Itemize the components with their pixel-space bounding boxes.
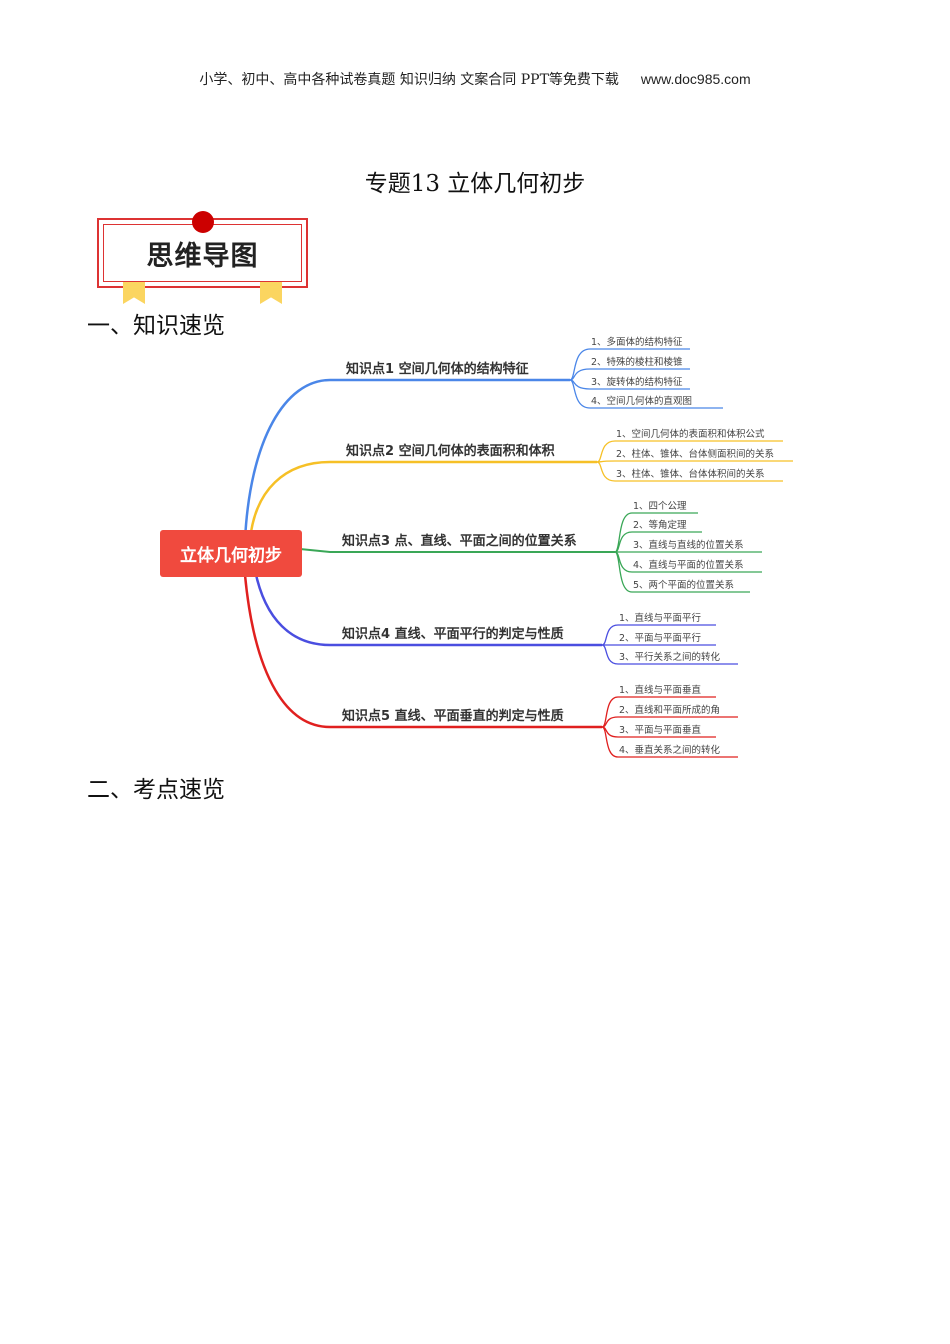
page-header: 小学、初中、高中各种试卷真题 知识归纳 文案合同 PPT等免费下载 www.doc… [0,69,950,89]
page-title: 专题13 立体几何初步 [364,171,586,197]
leaf-label: 2、等角定理 [633,520,687,531]
leaf-label: 2、特殊的棱柱和棱锥 [591,357,683,368]
branch-line [243,378,570,541]
leaf-label: 1、四个公理 [633,501,687,512]
branch-label: 知识点5 直线、平面垂直的判定与性质 [342,709,564,724]
leaf-label: 2、平面与平面平行 [619,633,702,644]
leaf-line [569,379,723,409]
leaf-label: 4、垂直关系之间的转化 [619,745,721,756]
leaf-line [601,644,738,665]
badge-label: 思维导图 [103,224,302,282]
leaf-label: 3、柱体、锥体、台体体积间的关系 [616,469,765,480]
header-url[interactable]: www.doc985.com [640,71,751,87]
branch-line [248,460,597,541]
leaf-label: 1、直线与平面平行 [619,613,702,624]
leaf-label: 3、旋转体的结构特征 [591,377,683,388]
leaf-line [601,716,738,728]
leaf-line [596,460,793,463]
header-text: 小学、初中、高中各种试卷真题 知识归纳 文案合同 PPT等免费下载 [199,72,619,88]
leaf-label: 3、直线与直线的位置关系 [633,540,744,551]
mindmap-lines [243,348,793,758]
leaf-line [614,551,750,593]
leaf-label: 1、多面体的结构特征 [591,337,683,348]
ribbon-icon [260,282,282,304]
leaf-label: 2、直线和平面所成的角 [619,705,721,716]
leaf-label: 1、空间几何体的表面积和体积公式 [616,429,765,440]
leaf-label: 2、柱体、锥体、台体侧面积间的关系 [616,449,775,460]
section-heading: 二、考点速览 [87,777,225,803]
pin-icon [192,211,214,233]
leaf-line [596,461,783,482]
branch-label: 知识点3 点、直线、平面之间的位置关系 [342,534,577,549]
leaf-label: 3、平面与平面垂直 [619,725,702,736]
branch-line [253,569,602,647]
branch-label: 知识点1 空间几何体的结构特征 [346,362,529,377]
leaf-label: 1、直线与平面垂直 [619,685,702,696]
leaf-label: 4、空间几何体的直观图 [591,396,693,407]
branch-label: 知识点2 空间几何体的表面积和体积 [346,444,555,459]
leaf-line [596,440,783,463]
section-heading: 一、知识速览 [87,313,225,339]
mindmap-center-node: 立体几何初步 [160,530,302,577]
leaf-line [614,531,702,553]
leaf-label: 3、平行关系之间的转化 [619,652,721,663]
leaf-line [601,624,716,646]
branch-label: 知识点4 直线、平面平行的判定与性质 [342,627,564,642]
leaf-line [601,726,738,758]
leaf-label: 4、直线与平面的位置关系 [633,560,744,571]
leaf-line [569,368,690,381]
branch-line [299,548,615,553]
leaf-label: 5、两个平面的位置关系 [633,580,735,591]
branch-line [243,574,602,729]
ribbon-icon [123,282,145,304]
